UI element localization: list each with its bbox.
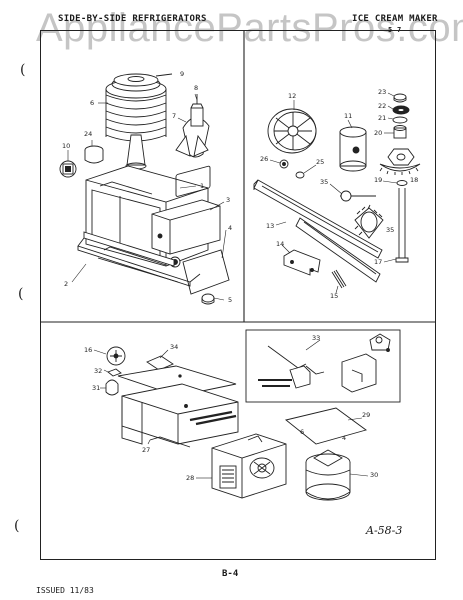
- callout-3: 3: [226, 196, 231, 204]
- callout-19: 19: [374, 176, 383, 184]
- callout-35-a: 35: [320, 178, 329, 186]
- callout-8: 8: [194, 84, 199, 92]
- callout-10: 10: [62, 142, 71, 150]
- binder-hole-bottom: (: [14, 518, 20, 534]
- ice-cream-maker-assembly: [59, 73, 230, 305]
- callout-20: 20: [374, 129, 383, 137]
- motor-housing-assembly: [105, 329, 401, 501]
- header-left-title: SIDE-BY-SIDE REFRIGERATORS: [58, 14, 207, 24]
- callout-25: 25: [316, 158, 325, 166]
- binder-hole-mid: (: [18, 286, 24, 302]
- drawing-reference: A-58-3: [366, 524, 403, 537]
- callout-28: 28: [186, 474, 195, 482]
- callout-31: 31: [92, 384, 101, 392]
- callout-11: 11: [344, 112, 353, 120]
- leader-lines-panel-3: [93, 339, 369, 479]
- callout-17: 17: [374, 258, 383, 266]
- callout-21: 21: [378, 114, 387, 122]
- callout-23: 23: [378, 88, 387, 96]
- callout-18: 18: [410, 176, 419, 184]
- callout-12: 12: [288, 92, 297, 100]
- callout-34: 34: [170, 343, 179, 351]
- callout-22: 22: [378, 102, 387, 110]
- callout-16: 16: [84, 346, 93, 354]
- callout-29: 29: [362, 411, 371, 419]
- callout-14: 14: [276, 240, 285, 248]
- callout-30: 30: [370, 471, 379, 479]
- callout-5: 5: [228, 296, 233, 304]
- drive-shaft-assembly: [253, 93, 421, 289]
- header-right-title: ICE CREAM MAKER: [352, 14, 438, 24]
- callout-27: 27: [142, 446, 151, 454]
- callout-2: 2: [64, 280, 69, 288]
- callout-35-b: 35: [386, 226, 395, 234]
- leader-lines-panel-2: [269, 92, 398, 294]
- leader-lines-panel-1: [67, 93, 227, 301]
- callout-13: 13: [266, 222, 275, 230]
- watermark: AppliancePartsPros.com: [36, 6, 463, 50]
- callout-26: 26: [260, 155, 269, 163]
- callout-24: 24: [84, 130, 93, 138]
- callout-1: 1: [200, 182, 205, 190]
- diagram-frame: [40, 30, 436, 560]
- callout-4: 4: [228, 224, 233, 232]
- callout-6-card: 6: [300, 428, 305, 436]
- page-id: B-4: [222, 569, 239, 579]
- binder-hole-top: (: [20, 62, 26, 78]
- issued-date: ISSUED 11/83: [36, 586, 94, 595]
- callout-32: 32: [94, 367, 103, 375]
- callout-7: 7: [172, 112, 177, 120]
- callout-4-card: 4: [342, 434, 347, 442]
- callout-9: 9: [180, 70, 185, 78]
- callout-6: 6: [90, 99, 95, 107]
- callout-33: 33: [312, 334, 321, 342]
- callout-15: 15: [330, 292, 339, 300]
